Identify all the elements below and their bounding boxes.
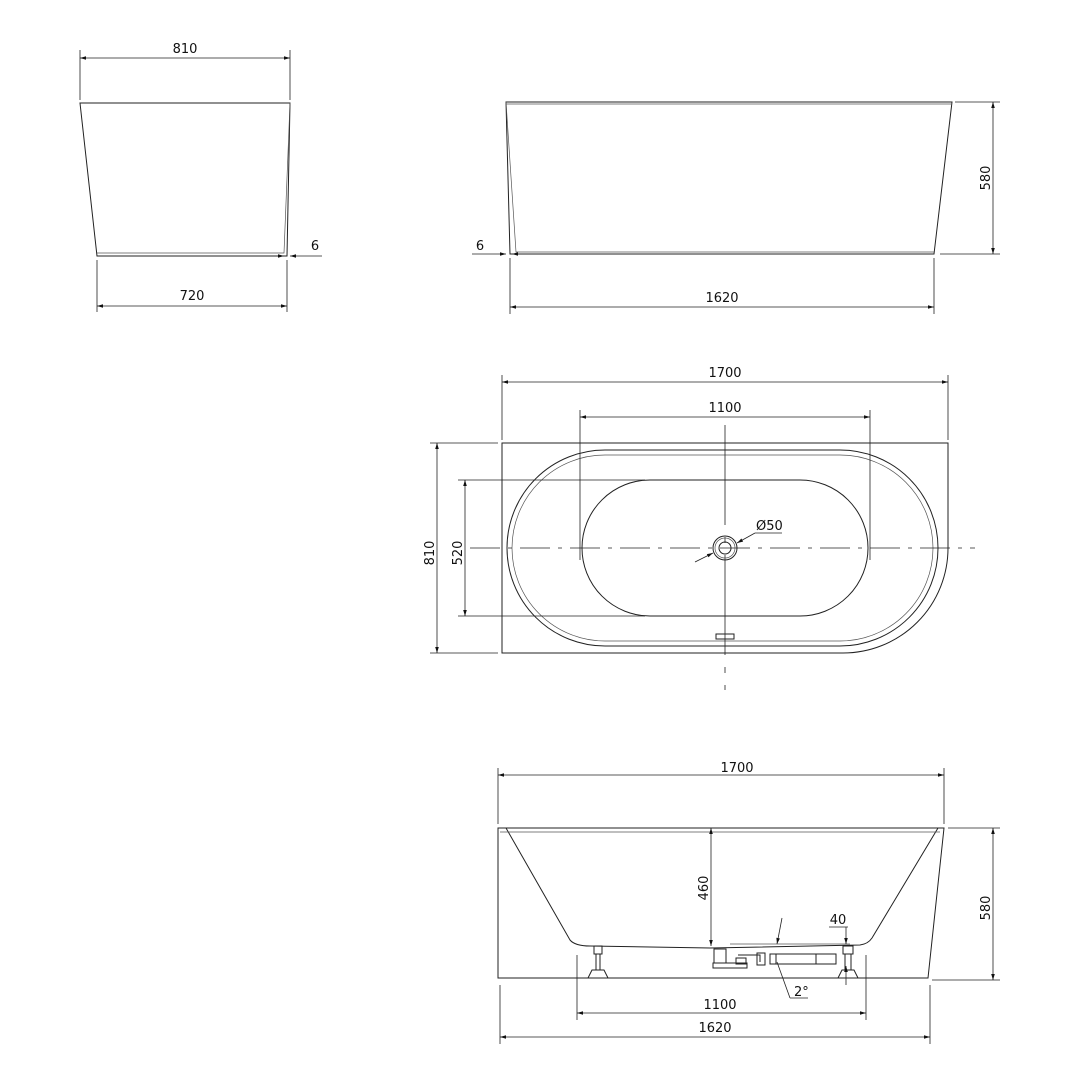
dim-section-leg-spacing: 1100 <box>703 998 736 1013</box>
dim-top-length: 1700 <box>708 366 741 381</box>
leg-right <box>837 945 859 979</box>
section-view: 1700 580 460 1100 1620 40 2° <box>497 761 1000 1044</box>
dim-section-length: 1700 <box>720 761 753 776</box>
drain-assembly <box>712 948 837 969</box>
leg-left <box>587 945 609 979</box>
dim-leg-40: 40 <box>830 913 847 928</box>
dim-top-inner-length: 1100 <box>708 401 741 416</box>
dim-side-wall: 6 <box>311 239 319 254</box>
dim-side-top-width: 810 <box>173 42 198 57</box>
dim-front-wall: 6 <box>476 239 484 254</box>
dim-front-bottom-length: 1620 <box>705 291 738 306</box>
dim-top-width: 810 <box>423 541 438 566</box>
side-view: 810 720 6 <box>79 42 322 312</box>
dim-side-bottom-width: 720 <box>180 289 205 304</box>
dim-drain-diameter: Ø50 <box>756 519 783 534</box>
dim-section-height: 580 <box>979 896 994 921</box>
dim-front-height: 580 <box>979 166 994 191</box>
front-view: 580 1620 6 <box>472 101 1000 314</box>
dim-top-inner-width: 520 <box>451 541 466 566</box>
dim-slope: 2° <box>794 985 809 1000</box>
dim-section-bottom-length: 1620 <box>698 1021 731 1036</box>
top-view: Ø50 1700 1100 810 520 <box>423 366 975 690</box>
dim-section-depth: 460 <box>697 876 712 901</box>
